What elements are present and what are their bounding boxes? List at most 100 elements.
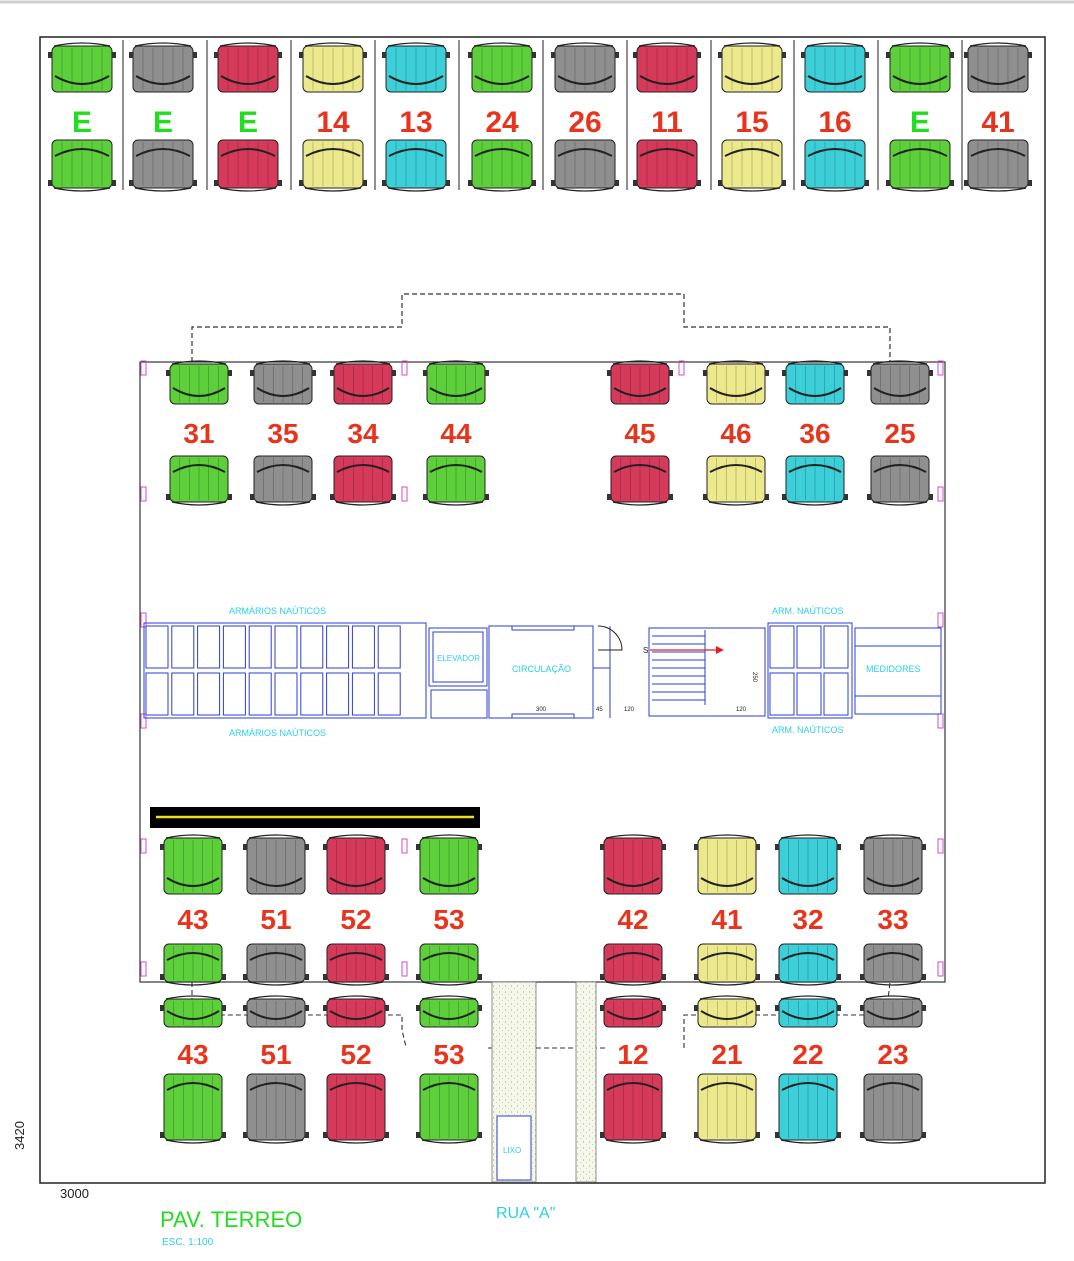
bottom-spot-4-label: 53 <box>433 1039 464 1070</box>
lower-spot-2: 51 <box>243 834 309 986</box>
plan-scale: ESC. 1:100 <box>162 1237 214 1248</box>
dim-120-b: 120 <box>736 707 747 713</box>
circulation-label: CIRCULAÇÃO <box>512 664 571 674</box>
upper-spot-1: 31 <box>166 360 232 506</box>
bottom-spot-5-label: 12 <box>617 1039 648 1070</box>
upper-spot-2: 35 <box>250 360 316 506</box>
bottom-spot-8-label: 23 <box>877 1039 908 1070</box>
upper-spot-4: 44 <box>423 360 489 506</box>
bottom-spot-3-label: 52 <box>340 1039 371 1070</box>
top-spot-12: 41 <box>964 42 1032 192</box>
elevator <box>428 627 488 687</box>
top-spot-8: 11 <box>633 42 701 192</box>
service-core <box>143 622 942 719</box>
lockers-bottom-label: ARMÁRIOS NAÚTICOS <box>229 728 326 738</box>
lower-spot-1: 43 <box>160 834 226 986</box>
lower-spot-3: 52 <box>323 834 389 986</box>
dim-300: 300 <box>536 707 547 713</box>
bottom-spot-6: 21 <box>694 995 760 1144</box>
meters-label: MEDIDORES <box>866 664 921 674</box>
bottom-spot-5: 12 <box>600 995 666 1144</box>
lockers-top-label: ARMÁRIOS NAÚTICOS <box>229 606 326 616</box>
upper-spot-3-label: 34 <box>347 418 379 449</box>
upper-spot-5-label: 45 <box>624 418 655 449</box>
dim-250: 250 <box>751 672 757 683</box>
top-spot-10: 16 <box>801 42 869 192</box>
lower-spot-8: 33 <box>860 834 926 986</box>
elevator-label: ELEVADOR <box>437 654 480 663</box>
upper-spot-5: 45 <box>607 360 673 506</box>
lot-boundary <box>39 36 1046 1184</box>
dim-45: 45 <box>596 707 603 713</box>
lower-spot-1-label: 43 <box>177 904 208 935</box>
top-spot-11: E <box>886 42 954 192</box>
upper-spot-2-label: 35 <box>267 418 298 449</box>
bottom-spot-2: 51 <box>243 995 309 1144</box>
top-spot-7-label: 26 <box>568 106 601 139</box>
sidewalk-right <box>575 981 597 1183</box>
top-spot-6-label: 24 <box>485 106 519 139</box>
lower-spot-3-label: 52 <box>340 904 371 935</box>
top-spot-3-label: E <box>238 106 258 139</box>
stairs <box>648 627 766 717</box>
top-spot-1-label: E <box>72 106 92 139</box>
lower-spot-6: 41 <box>694 834 760 986</box>
top-spot-7: 26 <box>551 42 619 192</box>
upper-spot-8: 25 <box>867 360 933 506</box>
arm-bottom-right-label: ARM. NAÚTICOS <box>772 725 844 735</box>
upper-spot-4-label: 44 <box>440 418 472 449</box>
trash-label: LIXO <box>503 1146 521 1155</box>
top-spot-9-label: 15 <box>735 106 768 139</box>
top-spot-12-label: 41 <box>981 106 1014 139</box>
lower-spot-5-label: 42 <box>617 904 648 935</box>
trash-room <box>496 1115 532 1181</box>
lower-spot-7: 32 <box>775 834 841 986</box>
bottom-spot-7: 22 <box>775 995 841 1144</box>
upper-spot-8-label: 25 <box>884 418 915 449</box>
street-label: RUA "A" <box>496 1205 556 1222</box>
top-spot-4-label: 14 <box>316 106 350 139</box>
top-spot-10-label: 16 <box>818 106 851 139</box>
bottom-spot-3: 52 <box>323 995 389 1144</box>
top-spot-9: 15 <box>718 42 786 192</box>
lower-spot-5: 42 <box>600 834 666 986</box>
top-spot-11-label: E <box>910 106 930 139</box>
top-spot-1: E <box>48 42 116 192</box>
bottom-spot-6-label: 21 <box>711 1039 742 1070</box>
top-spot-8-label: 11 <box>651 106 683 139</box>
bottom-spot-7-label: 22 <box>792 1039 823 1070</box>
bottom-spot-2-label: 51 <box>260 1039 291 1070</box>
lower-spot-2-label: 51 <box>260 904 291 935</box>
bottom-spot-8: 23 <box>860 995 926 1144</box>
upper-spot-3: 34 <box>330 360 396 506</box>
top-spot-5: 13 <box>382 42 450 192</box>
lower-spot-4-label: 53 <box>433 904 464 935</box>
dim-120-a: 120 <box>624 707 635 713</box>
bottom-spot-4: 53 <box>416 995 482 1144</box>
upper-spot-6: 46 <box>703 360 769 506</box>
stair-marker: S <box>643 646 648 655</box>
top-spot-4: 14 <box>299 42 367 192</box>
upper-spot-7: 36 <box>782 360 848 506</box>
meters-room <box>854 627 942 715</box>
bottom-spot-1: 43 <box>160 995 226 1144</box>
arm-top-right-label: ARM. NAÚTICOS <box>772 606 844 616</box>
lower-spot-7-label: 32 <box>792 904 823 935</box>
width-dimension: 3000 <box>60 1186 89 1201</box>
top-spot-2: E <box>129 42 197 192</box>
height-dimension: 3420 <box>12 1121 27 1150</box>
lower-spot-8-label: 33 <box>877 904 908 935</box>
lower-spot-6-label: 41 <box>711 904 742 935</box>
top-spot-3: E <box>214 42 282 192</box>
building-outline <box>139 361 946 983</box>
upper-spot-6-label: 46 <box>720 418 751 449</box>
upper-spot-1-label: 31 <box>183 418 214 449</box>
dashed-roof-line <box>191 293 891 362</box>
lower-spot-4: 53 <box>416 834 482 986</box>
top-spot-2-label: E <box>153 106 173 139</box>
parking-spots: E E E 14 13 24 26 11 15 16 E 41 31 35 34 44 45 46 36 25 43 51… <box>48 42 1032 1144</box>
top-row-dividers <box>122 40 963 190</box>
upper-spot-7-label: 36 <box>799 418 830 449</box>
top-spot-6: 24 <box>468 42 536 192</box>
